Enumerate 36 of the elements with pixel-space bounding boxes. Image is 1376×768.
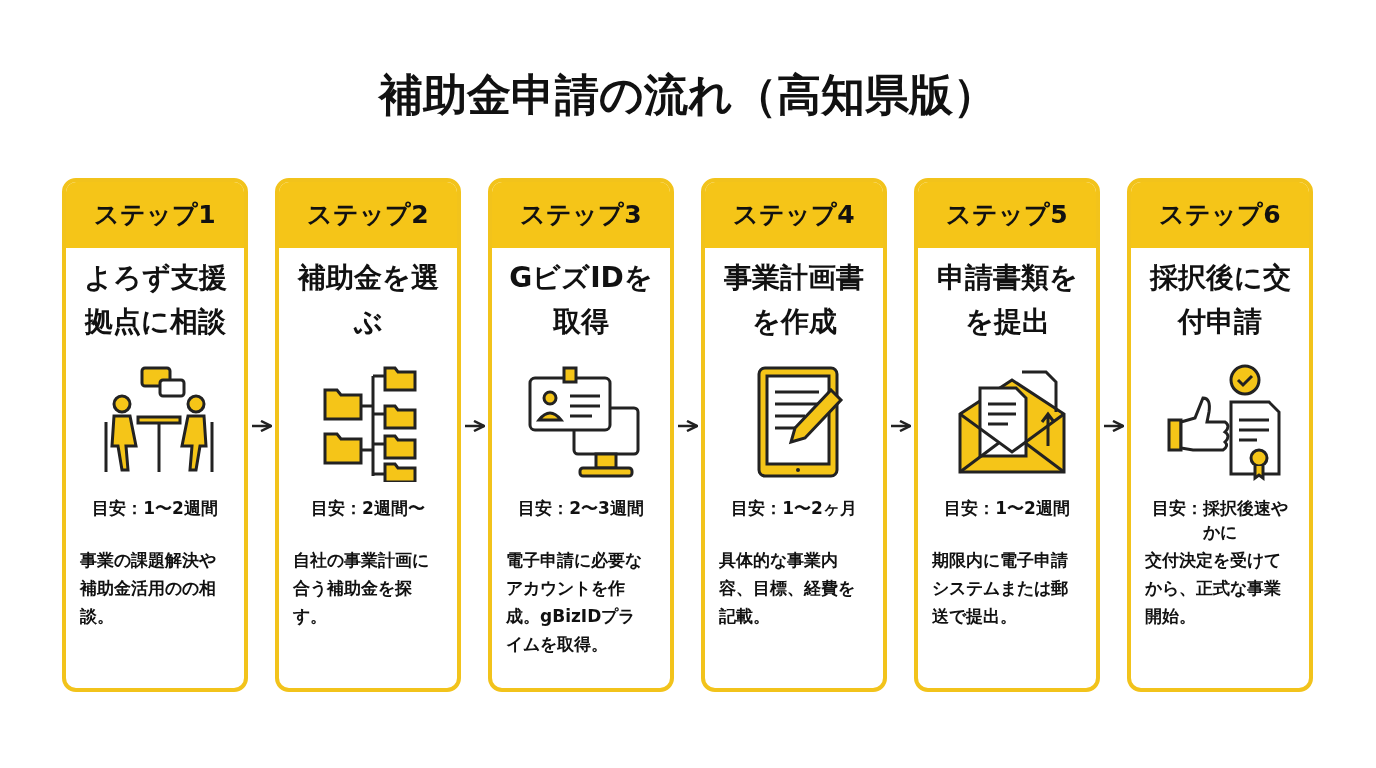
arrow [891,419,912,433]
description-text: 期限内に電子申請システムまたは郵送で提出。 [932,549,1069,628]
description-text: 自社の事業計画に合う補助金を探す。 [293,549,430,628]
step-header: ステップ3 [492,182,670,248]
duration-text: 目安：2〜3週間 [517,497,645,520]
step-title: 事業計画書を作成 [723,260,865,340]
arrow [1104,419,1125,433]
duration-text: 目安：2週間〜 [310,497,426,520]
description-text: 交付決定を受けてから、正式な事業開始。 [1145,549,1282,628]
step-card [914,178,1100,692]
duration-text: 目安：採択後速やかに [1151,497,1289,544]
step-title: GビズIDを取得 [508,260,654,340]
step-card [62,178,248,692]
title: 補助金申請の流れ（高知県版） [379,69,997,120]
arrow [678,419,699,433]
step-card [701,178,887,692]
step-card [1127,178,1313,692]
step-header: ステップ5 [918,182,1096,248]
step-header: ステップ1 [66,182,244,248]
step-header: ステップ4 [705,182,883,248]
duration-text: 目安：1〜2週間 [943,497,1071,520]
step-title: 申請書類をを提出 [935,260,1079,340]
description-text: 具体的な事業内容、目標、経費を記載。 [719,549,856,628]
duration-text: 目安：1〜2週間 [91,497,219,520]
step-title: 採択後に交付申請 [1148,260,1292,340]
duration-text: 目安：1〜2ヶ月 [730,497,858,520]
step-title: よろず支援拠点に相談 [82,260,228,340]
step-title: 補助金を選ぶ [296,260,440,340]
step-card [275,178,461,692]
arrow [465,419,486,433]
step-header: ステップ2 [279,182,457,248]
step-header: ステップ6 [1131,182,1309,248]
description-text: 事業の課題解決や補助金活用のの相談。 [80,549,217,628]
description-text: 電子申請に必要なアカウントを作成。gBizIDプライムを取得。 [506,549,643,656]
step-card [488,178,674,692]
arrow [252,419,273,433]
